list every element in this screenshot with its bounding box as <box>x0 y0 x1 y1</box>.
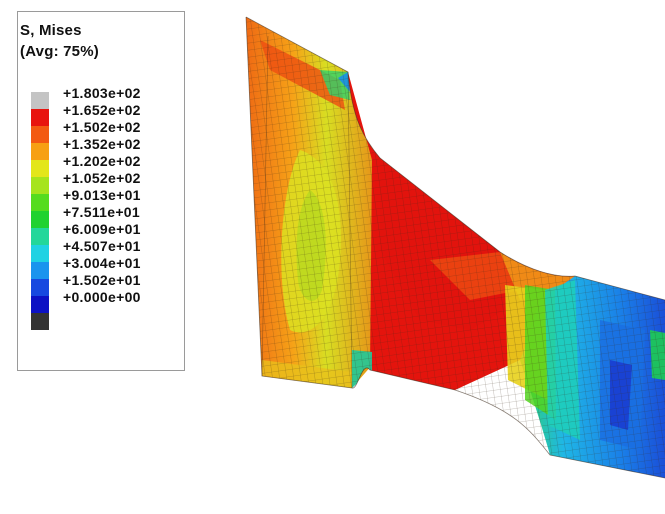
flange-edge <box>261 35 353 389</box>
color-swatch <box>31 143 49 160</box>
scale-value-label: +0.000e+00 <box>63 289 141 305</box>
scale-value-label: +9.013e+01 <box>63 187 141 203</box>
scale-value-label: +1.803e+02 <box>63 85 141 101</box>
scale-value-label: +1.502e+01 <box>63 272 141 288</box>
color-swatch <box>31 245 49 262</box>
part-outline <box>245 16 665 479</box>
scale-value-label: +6.009e+01 <box>63 221 141 237</box>
color-swatch <box>31 109 49 126</box>
scale-value-label: +1.202e+02 <box>63 153 141 169</box>
color-swatch <box>31 279 49 296</box>
color-swatch <box>31 92 49 109</box>
color-swatch <box>31 228 49 245</box>
color-swatch <box>31 177 49 194</box>
color-swatch <box>31 126 49 143</box>
scale-value-label: +7.511e+01 <box>63 204 140 220</box>
scale-value-label: +1.052e+02 <box>63 170 141 186</box>
color-scale-labels: +1.803e+02+1.652e+02+1.502e+02+1.352e+02… <box>63 85 183 306</box>
scale-value-label: +4.507e+01 <box>63 238 141 254</box>
scale-value-label: +1.652e+02 <box>63 102 141 118</box>
color-swatch <box>31 211 49 228</box>
color-swatch <box>31 262 49 279</box>
color-swatch <box>31 194 49 211</box>
scale-value-label: +3.004e+01 <box>63 255 141 271</box>
legend-subtitle: (Avg: 75%) <box>20 43 99 60</box>
color-swatch <box>31 313 49 330</box>
mesh-body <box>245 16 665 479</box>
color-scale <box>31 92 49 330</box>
scale-value-label: +1.502e+02 <box>63 119 141 135</box>
scale-value-label: +1.352e+02 <box>63 136 141 152</box>
legend-title: S, Mises <box>20 22 82 39</box>
color-swatch <box>31 160 49 177</box>
color-swatch <box>31 296 49 313</box>
